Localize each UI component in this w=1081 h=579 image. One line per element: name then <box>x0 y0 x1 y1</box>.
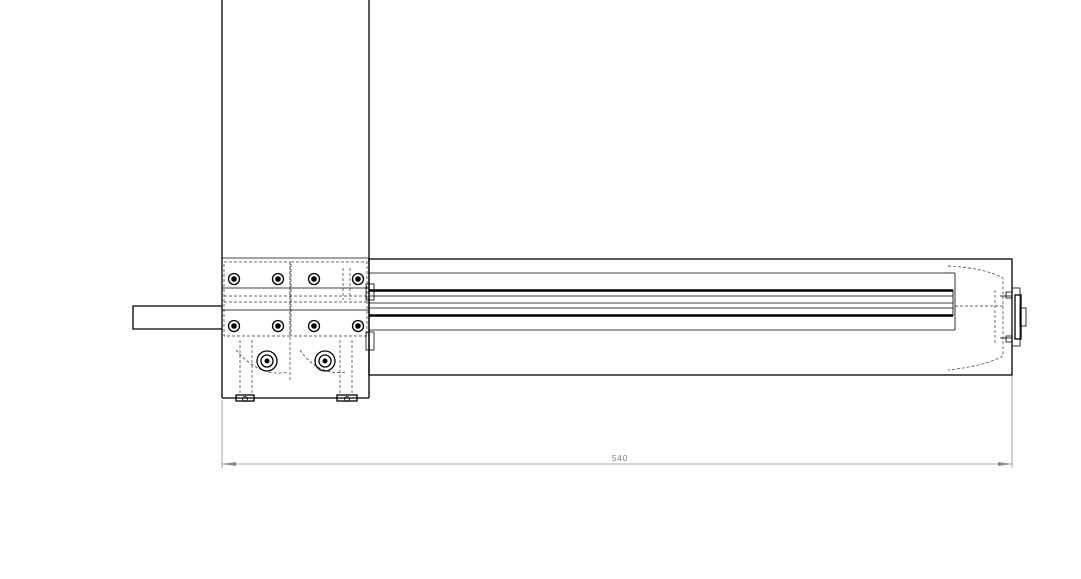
dimension-value: 540 <box>612 454 628 463</box>
left-shaft <box>132 305 222 330</box>
large-bolt-icon <box>256 350 278 372</box>
vertical-column <box>221 0 370 399</box>
bolt-icon <box>307 319 321 333</box>
bolt-icon <box>271 319 285 333</box>
bolt-icon <box>351 319 365 333</box>
rail-end-hardware <box>342 268 375 351</box>
bolt-icon <box>227 319 241 333</box>
overall-length-dimension: 540 <box>221 376 1013 468</box>
bolt-icon <box>307 272 321 286</box>
bolts <box>227 272 365 372</box>
bolt-icon <box>271 272 285 286</box>
large-bolt-icon <box>314 350 336 372</box>
bolt-icon <box>351 272 365 286</box>
bolt-icon <box>227 272 241 286</box>
motor-connector <box>1000 287 1027 347</box>
linear-rail <box>369 289 954 317</box>
linear-axis-body <box>368 258 1013 376</box>
end-cap <box>947 265 1004 371</box>
feet <box>235 394 358 402</box>
carriage-block <box>222 261 369 395</box>
